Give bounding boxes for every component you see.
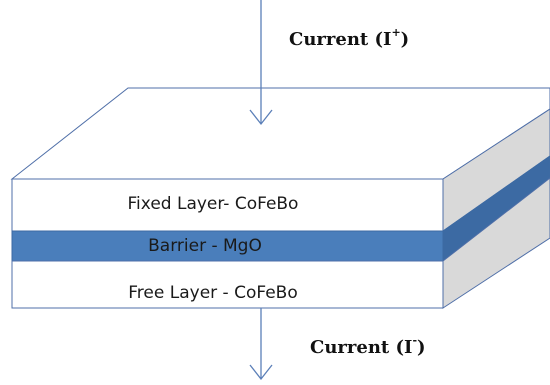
free-layer bbox=[11, 260, 444, 309]
current-in-label: Current (I+) bbox=[289, 26, 410, 50]
barrier-layer bbox=[11, 230, 444, 262]
current-out-close: ) bbox=[417, 337, 426, 358]
barrier-layer-label: Barrier - MgO bbox=[148, 236, 262, 256]
fixed-layer-label: Fixed Layer- CoFeBo bbox=[127, 194, 299, 214]
current-in-sign: + bbox=[391, 26, 401, 39]
current-in-arrow bbox=[249, 0, 273, 126]
free-layer-label: Free Layer - CoFeBo bbox=[128, 283, 298, 303]
current-in-close: ) bbox=[400, 29, 410, 50]
current-out-sign: - bbox=[412, 334, 418, 347]
current-out-text: Current (I bbox=[310, 337, 413, 358]
current-out-arrow bbox=[249, 308, 273, 381]
current-in-text: Current (I bbox=[289, 29, 392, 50]
current-out-label: Current (I-) bbox=[310, 334, 426, 358]
